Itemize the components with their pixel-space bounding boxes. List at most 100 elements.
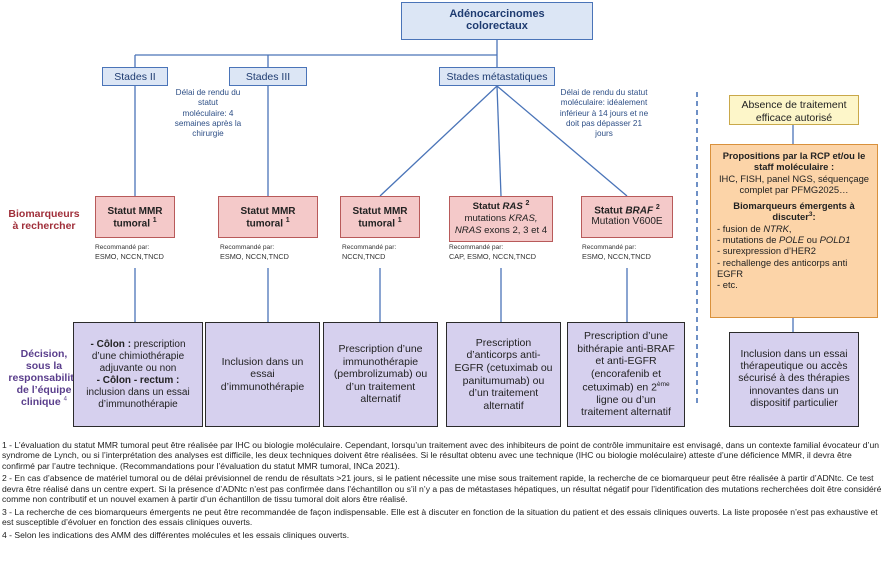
recommendation-braf: Recommandé par: ESMO, NCCN,TNCD — [582, 244, 682, 261]
side-label-line: responsabilité — [8, 372, 80, 385]
list-item: - etc. — [717, 279, 871, 290]
biomarker-text: Statut — [594, 205, 626, 217]
decision-body: ligne ou d’un traitement alternatif — [581, 393, 671, 419]
footnote-ref: 2 — [525, 200, 530, 207]
delay-line: doit pas dépasser 21 — [565, 118, 642, 128]
absence-line: efficace autorisé — [755, 111, 833, 124]
delay-note-metastatic: Délai de rendu du statut moléculaire: id… — [540, 88, 668, 139]
biomarker-line: mutations KRAS, — [450, 213, 552, 225]
list-item: - surexpression d’HER2 — [717, 245, 871, 256]
recommendation-value: NCCN,TNCD — [342, 252, 386, 262]
decision-body: prescription d’une chimiothérapie adjuva… — [91, 338, 186, 374]
side-label-line: sous la — [25, 360, 63, 373]
recommendation-label: Recommandé par: — [449, 244, 504, 251]
biomarker-line: Statut MMR — [240, 206, 296, 217]
biomarker-gene: RAS — [502, 201, 523, 213]
propositions-body: IHC, FISH, panel NGS, séquençage complet… — [718, 172, 870, 195]
list-item-text: - surexpression d’HER2 — [717, 245, 816, 257]
recommendation-label: Recommandé par: — [582, 244, 637, 251]
list-item: - rechallenge des anticorps anti EGFR — [717, 257, 871, 280]
biomarker-text: Statut — [472, 201, 503, 213]
list-item-text: - mutations de — [717, 234, 780, 246]
biomarker-text: tumoral — [246, 218, 283, 230]
delay-line: chirurgie — [192, 129, 224, 138]
top-line-1: Adénocarcinomes — [449, 8, 545, 20]
list-item: - fusion de NTRK, — [717, 223, 871, 234]
decision-body: Prescription d’une bithérapie anti-BRAF … — [577, 330, 675, 394]
decision-box-stage-iii: Inclusion dans un essai d’immunothérapie — [205, 322, 320, 427]
decision-heading: - Côlon : — [90, 338, 132, 350]
delay-line: semaines après la — [174, 118, 242, 128]
list-item-text: - fusion de — [717, 222, 764, 234]
decision-body: inclusion dans un essai d’immunothérapie — [86, 386, 190, 410]
delay-line: inférieur à 14 jours et ne — [559, 108, 649, 118]
biomarker-text: exons 2, 3 et 4 — [481, 225, 548, 237]
biomarker-line: Statut BRAF 2 — [582, 204, 672, 216]
footnote-ref: 4 — [63, 396, 67, 403]
biomarker-box-mmr-stage-ii: Statut MMR tumoral 1 — [95, 196, 175, 238]
footnote-1: 1 - L’évaluation du statut MMR tumoral p… — [2, 440, 880, 471]
biomarker-text: tumoral — [113, 218, 150, 230]
footnote-3: 3 - La recherche de ces biomarqueurs éme… — [2, 506, 878, 528]
decision-text: Prescription d’anticorps anti-EGFR (cetu… — [454, 336, 553, 412]
biomarker-box-ras: Statut RAS 2 mutations KRAS, NRAS exons … — [449, 196, 553, 242]
footnote-4: 4 - Selon les indications des AMM des di… — [2, 529, 350, 540]
biomarker-line: Mutation V600E — [591, 216, 663, 228]
biomarker-gene: KRAS, — [508, 213, 538, 225]
decision-box-anti-egfr: Prescription d’anticorps anti-EGFR (cetu… — [446, 322, 561, 427]
list-item-text: , — [788, 222, 792, 234]
top-box-adenocarcinomes: Adénocarcinomes colorectaux — [401, 2, 593, 40]
biomarker-line: NRAS exons 2, 3 et 4 — [450, 225, 552, 237]
list-item-gene: NTRK — [763, 222, 789, 234]
decision-box-immunotherapy: Prescription d’une immunothérapie (pembr… — [323, 322, 438, 427]
footnote-ref: 1 — [152, 217, 157, 224]
recommendation-label: Recommandé par: — [220, 244, 275, 251]
recommendation-stage-iii: Recommandé par: ESMO, NCCN,TNCD — [220, 244, 330, 261]
stage-metastatic-box: Stades métastatiques — [439, 67, 555, 86]
side-label-line: de l’équipe — [16, 384, 72, 397]
recommendation-ras: Recommandé par: CAP, ESMO, NCCN,TNCD — [449, 244, 564, 261]
recommendation-label: Recommandé par: — [342, 244, 397, 251]
list-item-gene: POLD1 — [819, 234, 851, 246]
inclusion-box: Inclusion dans un essai thérapeutique ou… — [729, 332, 859, 427]
stage-ii-box: Stades II — [102, 67, 168, 86]
propositions-title: Propositions par la RCP et/ou le staff m… — [722, 150, 866, 173]
propositions-box: Propositions par la RCP et/ou le staff m… — [710, 144, 878, 318]
side-label-biomarqueurs: Biomarqueurs à rechercher — [2, 208, 86, 232]
footnote-ref: 1 — [285, 217, 290, 224]
decision-text: Inclusion dans un essai d’immunothérapie — [220, 355, 305, 393]
delay-line: moléculaire: 4 — [182, 108, 234, 118]
side-label-line: Biomarqueurs — [8, 208, 80, 220]
side-label-line: Décision, — [20, 348, 68, 360]
list-item-text: - rechallenge des anticorps anti EGFR — [717, 256, 848, 279]
biomarker-line: tumoral 1 — [96, 217, 174, 229]
list-item: - mutations de POLE ou POLD1 — [717, 234, 871, 245]
decision-text: Prescription d’une bithérapie anti-BRAF … — [574, 330, 678, 419]
biomarker-text: mutations — [464, 213, 509, 225]
biomarker-gene: NRAS — [454, 225, 482, 237]
biomarker-line: tumoral 1 — [219, 217, 317, 229]
recommendation-value: ESMO, NCCN,TNCD — [582, 252, 651, 262]
absence-traitement-box: Absence de traitement efficace autorisé — [729, 95, 859, 125]
side-label-text: clinique — [21, 396, 61, 409]
recommendation-value: ESMO, NCCN,TNCD — [95, 252, 164, 262]
footnote-ref: 2 — [655, 204, 660, 211]
emerging-title: Biomarqueurs émergents à discuter3: — [733, 200, 855, 223]
biomarker-box-mmr-metastatic: Statut MMR tumoral 1 — [340, 196, 420, 238]
recommendation-stage-ii: Recommandé par: ESMO, NCCN,TNCD — [95, 244, 205, 261]
footnotes: 1 - L’évaluation du statut MMR tumoral p… — [2, 440, 882, 540]
inclusion-text: Inclusion dans un essai thérapeutique ou… — [738, 348, 850, 410]
delay-note-stage-iii: Délai de rendu du statut moléculaire: 4 … — [158, 88, 258, 139]
footnote-ref: 1 — [397, 217, 402, 224]
emerging-list: - fusion de NTRK, - mutations de POLE ou… — [717, 223, 871, 291]
decision-text: - Côlon : prescription d’une chimiothéra… — [78, 339, 198, 411]
emerging-title-text: Biomarqueurs émergents à discuter — [733, 200, 855, 223]
side-label-line: clinique 4 — [2, 396, 86, 408]
delay-line: moléculaire: idéalement — [560, 98, 648, 108]
biomarker-gene: BRAF — [625, 205, 654, 217]
top-line-2: colorectaux — [466, 20, 528, 32]
biomarker-box-braf: Statut BRAF 2 Mutation V600E — [581, 196, 673, 238]
recommendation-label: Recommandé par: — [95, 244, 150, 251]
footnote-ref: 3 — [808, 211, 813, 219]
